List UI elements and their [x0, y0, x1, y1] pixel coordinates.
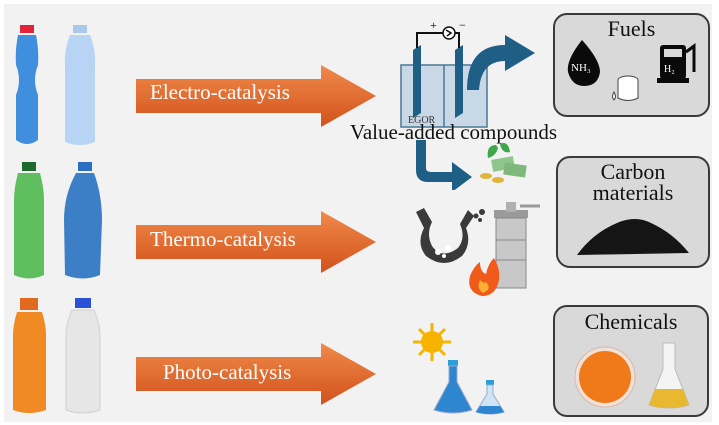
egor-label: EGOR — [408, 115, 436, 126]
chemicals-box: Chemicals — [553, 305, 709, 417]
money-plant-icon — [480, 143, 527, 183]
carbon-materials-box: Carbon materials — [556, 156, 710, 268]
yellow-liquid-flask-icon — [648, 342, 690, 409]
chemicals-title: Chemicals — [584, 309, 678, 334]
minus-sign: − — [459, 18, 466, 32]
thermo-arrow — [136, 211, 376, 273]
orange-bottle-icon — [13, 298, 46, 413]
fuels-box: Fuels NH₃ H₂ — [553, 13, 710, 117]
electro-catalysis-label: Electro-catalysis — [150, 80, 290, 104]
value-added-arrow — [416, 140, 472, 190]
flask-icon — [416, 208, 485, 263]
orange-powder-dish-icon — [574, 346, 636, 408]
blue-bottle-tall-icon — [64, 162, 102, 279]
green-bottle-icon — [14, 162, 44, 279]
autoclave-icon — [494, 202, 540, 289]
thermo-reactor-icon — [416, 202, 540, 296]
clear-bottle-icon — [64, 25, 96, 145]
white-bottle-icon — [65, 298, 101, 414]
carbon-powder-icon — [577, 219, 689, 255]
oil-barrel-icon — [612, 75, 639, 101]
thermo-catalysis-label: Thermo-catalysis — [150, 227, 296, 251]
plastic-bottles — [13, 25, 102, 414]
svg-text:H₂: H₂ — [664, 64, 675, 75]
photo-arrow — [136, 343, 376, 405]
fuel-pump-icon: H₂ — [657, 43, 696, 83]
svg-text:NH₃: NH₃ — [571, 62, 591, 74]
value-added-compounds-label: Value-added compounds — [350, 120, 558, 144]
small-flask-icon — [475, 380, 505, 415]
carbon-title-line1: Carbon — [600, 159, 666, 184]
plus-sign: + — [430, 18, 437, 32]
curved-arrow-to-fuels — [467, 35, 535, 90]
electro-arrow — [136, 65, 376, 127]
flame-icon — [469, 258, 500, 296]
sun-icon — [413, 323, 451, 361]
carbon-title-line2: materials — [592, 180, 674, 205]
electrolysis-cell-icon: + − — [400, 18, 535, 128]
ammonia-drop-icon: NH₃ — [567, 40, 600, 86]
blue-bottle-icon — [15, 25, 39, 144]
photo-reactor-icon — [413, 323, 505, 415]
blue-flask-icon — [433, 360, 473, 414]
photo-catalysis-label: Photo-catalysis — [163, 360, 292, 384]
fuels-title: Fuels — [607, 16, 656, 41]
chemicals-products-icon — [574, 342, 690, 409]
